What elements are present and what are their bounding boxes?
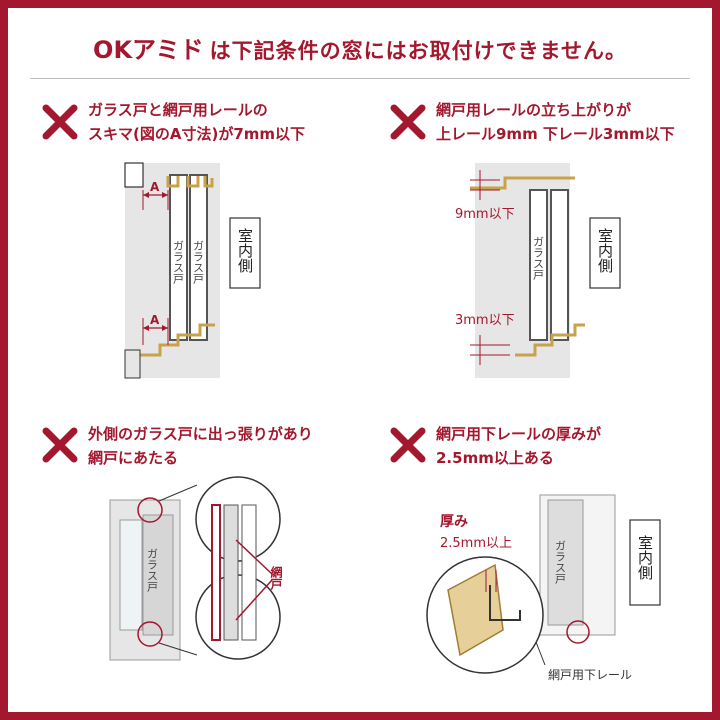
x-mark-icon (390, 104, 426, 140)
screen-door (189, 174, 208, 341)
caption-panel-2: 網戸用レールの立ち上がりが 上レール9mm 下レール3mm以下 (436, 101, 675, 143)
divider (30, 78, 690, 79)
top-rail-label: 9mm以下 (455, 207, 515, 222)
glass-label: ガラス戸 (192, 240, 205, 285)
glass-label: ガラス戸 (554, 540, 567, 585)
caption-panel-1: ガラス戸と網戸用レールの スキマ(図のA寸法)が7mm以下 (88, 101, 306, 143)
label-a: A (150, 313, 160, 327)
page-title: OKアミドは下記条件の窓にはお取付けできません。 (0, 30, 720, 65)
glass-label: ガラス戸 (146, 548, 159, 593)
interior-side-label: 室内側 (636, 535, 654, 580)
x-mark-icon (42, 104, 78, 140)
glass-label: ガラス戸 (532, 236, 545, 281)
caption-panel-4: 網戸用下レールの厚みが 2.5mm以上ある (436, 425, 602, 467)
lower-rail (140, 323, 215, 357)
rail-label: 網戸用下レール (548, 668, 632, 682)
glass-door (529, 189, 548, 341)
label-a: A (150, 180, 160, 194)
screen-door (211, 504, 221, 641)
glass-label: ガラス戸 (172, 240, 185, 285)
bottom-rail-label: 3mm以下 (455, 313, 515, 328)
x-mark-icon (390, 427, 426, 463)
title-text: は下記条件の窓にはお取付けできません。 (209, 39, 627, 63)
thickness-value: 2.5mm以上 (440, 536, 512, 551)
thickness-label: 厚み (440, 514, 468, 530)
brand-logo: OKアミド (93, 36, 204, 64)
interior-side-label: 室内側 (236, 228, 254, 273)
screen-label: 網戸 (269, 565, 283, 591)
x-mark-icon (42, 427, 78, 463)
interior-side-label: 室内側 (596, 228, 614, 273)
screen-door (550, 189, 569, 341)
interior-side-box (229, 217, 261, 289)
caption-panel-3: 外側のガラス戸に出っ張りがあり 網戸にあたる (88, 425, 313, 467)
